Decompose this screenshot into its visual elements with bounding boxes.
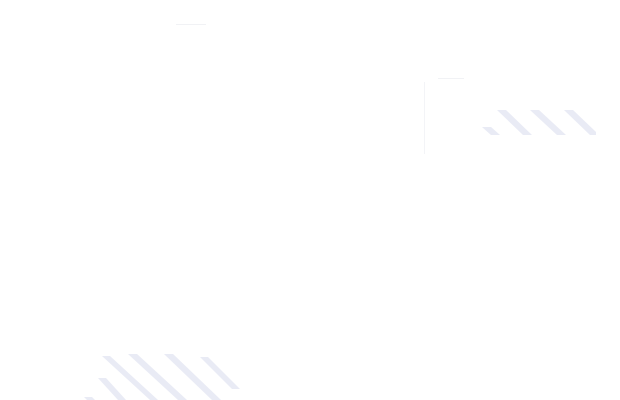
stripe-bottom-2: [98, 378, 126, 400]
stripe-bottom-3: [102, 356, 158, 400]
stripe-right-4: [564, 110, 596, 135]
stripe-right-1: [482, 127, 500, 135]
faint-mid-divider: [438, 78, 464, 79]
stripe-pattern-bottom: [84, 354, 240, 400]
faint-panel-outline: [424, 82, 620, 154]
stripe-bottom-1: [84, 397, 95, 400]
striped-decoration-top-right: [482, 110, 596, 135]
stripe-bottom-5: [164, 354, 221, 400]
stripe-right-2: [497, 110, 532, 135]
stripe-bottom-4: [128, 354, 187, 400]
faint-top-divider: [176, 24, 206, 25]
stripe-bottom-6: [200, 357, 240, 389]
stripe-right-3: [530, 110, 566, 135]
stripe-pattern-right: [482, 110, 596, 135]
striped-decoration-bottom-left: [84, 350, 244, 400]
